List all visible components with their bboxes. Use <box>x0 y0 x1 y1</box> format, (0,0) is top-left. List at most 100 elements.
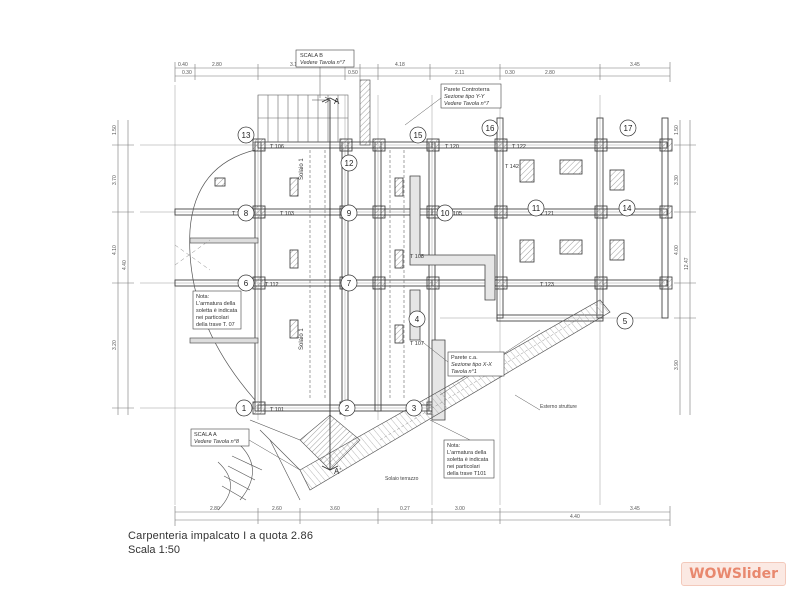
svg-text:15: 15 <box>414 131 423 140</box>
marker-14: 14 <box>618 199 636 217</box>
section-label-a-prime: A' <box>334 467 341 476</box>
svg-text:Vedere Tavola n°7: Vedere Tavola n°7 <box>300 60 346 66</box>
svg-text:Nota:: Nota: <box>196 294 210 300</box>
beam-label-t108: T 108 <box>410 254 424 260</box>
construction-dashes <box>174 239 211 271</box>
note-solaio-terrazzo: Solaio terrazzo <box>385 476 419 482</box>
svg-text:6: 6 <box>244 279 249 288</box>
beam-label-t122: T 122 <box>512 144 526 150</box>
marker-10: 10 <box>436 204 454 222</box>
beam-label-t142: T 142 <box>505 164 519 170</box>
drawing-scale: Scala 1:50 <box>128 544 180 556</box>
svg-text:Parete c.a.: Parete c.a. <box>451 355 478 361</box>
svg-text:Parete Controterra: Parete Controterra <box>444 87 490 93</box>
callout-scala-b: SCALA B Vedere Tavola n°7 <box>295 49 355 98</box>
dim-left-2: 4.10 <box>112 245 118 255</box>
callout-note-right: Nota: L'armatura della soletta è indicat… <box>429 419 495 479</box>
section-cut <box>321 97 339 471</box>
callout-scala-a: SCALA A Vedere Tavola n°8 <box>190 428 301 471</box>
svg-text:Sezione tipo X-X: Sezione tipo X-X <box>451 362 492 368</box>
dim-left-4: 4.40 <box>122 260 128 270</box>
svg-text:soletta è indicata: soletta è indicata <box>447 457 489 463</box>
dim-bottom-2: 3.60 <box>330 506 340 512</box>
svg-text:Tavola n°1: Tavola n°1 <box>451 369 477 375</box>
callout-parete: Parete Controterra Sezione tipo Y-Y Vede… <box>404 83 502 126</box>
marker-11: 11 <box>527 199 545 217</box>
dim-left-1: 3.70 <box>112 175 118 185</box>
dim-bottom-1: 2.60 <box>272 506 282 512</box>
marker-3: 3 <box>405 399 423 417</box>
dim-top-0: 0.40 <box>178 62 188 68</box>
structural-grid <box>140 85 665 505</box>
drawing-title: Carpenteria impalcato I a quota 2.86 <box>128 530 314 542</box>
svg-text:12: 12 <box>345 159 354 168</box>
slab-label-2: Solaio 1 <box>299 328 305 350</box>
dim-top-8: 2.80 <box>545 70 555 76</box>
svg-text:14: 14 <box>623 204 632 213</box>
dim-top-4: 0.30 <box>182 70 192 76</box>
svg-text:16: 16 <box>486 124 495 133</box>
dimension-chain-bottom <box>174 506 671 526</box>
svg-text:SCALA A: SCALA A <box>194 432 217 438</box>
columns <box>214 138 673 415</box>
dimension-chain-right <box>674 120 696 415</box>
upper-stair <box>257 94 349 143</box>
svg-text:4: 4 <box>415 315 420 324</box>
svg-text:nei particolari: nei particolari <box>447 464 480 470</box>
marker-1: 1 <box>235 399 253 417</box>
svg-text:3: 3 <box>412 404 417 413</box>
beam-label-t123: T 123 <box>540 282 554 288</box>
svg-text:della trave T101: della trave T101 <box>447 471 486 477</box>
svg-text:SCALA B: SCALA B <box>300 53 323 59</box>
dim-right-2: 4.00 <box>674 245 680 255</box>
slab-span-lines <box>309 150 405 400</box>
beam-label-t121: T 121 <box>540 211 554 217</box>
dim-top-2: 3.10 <box>290 62 300 68</box>
svg-text:Sezione tipo Y-Y: Sezione tipo Y-Y <box>444 94 485 100</box>
svg-text:1: 1 <box>242 404 247 413</box>
marker-4: 4 <box>408 310 426 328</box>
beam-label-t103: T 103 <box>280 211 294 217</box>
dim-top-9: 3.45 <box>630 62 640 68</box>
beam-label-t120: T 120 <box>445 144 459 150</box>
note-esterno: Esterno strutture <box>540 404 577 410</box>
svg-text:10: 10 <box>441 209 450 218</box>
dim-top-3: 4.18 <box>395 62 405 68</box>
wall-segment <box>359 79 371 146</box>
svg-text:Vedere Tavola n°8: Vedere Tavola n°8 <box>194 439 240 445</box>
dim-bottom-5: 4.40 <box>570 514 580 520</box>
svg-text:7: 7 <box>347 279 352 288</box>
dim-top-7: 0.30 <box>505 70 515 76</box>
marker-7: 7 <box>340 274 358 292</box>
section-label-a: A <box>334 97 340 106</box>
slab-label-1: Solaio 1 <box>299 158 305 180</box>
dim-bottom-4: 3.00 <box>455 506 465 512</box>
svg-text:Vedere Tavola n°7: Vedere Tavola n°7 <box>444 101 490 107</box>
beam-label-t112: T 112 <box>265 282 279 288</box>
callout-note-left: Nota: L'armatura della soletta è indicat… <box>192 290 242 330</box>
marker-16: 16 <box>481 119 499 137</box>
svg-text:L'armatura della: L'armatura della <box>447 450 487 456</box>
marker-8: 8 <box>237 204 255 222</box>
dim-right-3: 3.90 <box>674 360 680 370</box>
marker-5: 5 <box>616 312 634 330</box>
marker-2: 2 <box>338 399 356 417</box>
svg-text:della trave T. 07: della trave T. 07 <box>196 322 235 328</box>
left-curved-edge <box>189 149 259 401</box>
svg-text:2: 2 <box>345 404 350 413</box>
beam-label-t101: T 101 <box>270 407 284 413</box>
grid-markers: 1 2 3 4 5 6 7 8 9 10 11 12 13 14 15 16 1… <box>235 119 637 417</box>
dimension-chain-top <box>174 62 671 82</box>
beam-label-t106: T 106 <box>270 144 284 150</box>
svg-text:soletta è indicata: soletta è indicata <box>196 308 238 314</box>
marker-6: 6 <box>237 274 255 292</box>
beam-label-t105: T 105 <box>448 211 462 217</box>
dim-top-6: 2.11 <box>455 70 465 76</box>
dim-bottom-0: 2.80 <box>210 506 220 512</box>
svg-text:13: 13 <box>242 131 251 140</box>
dim-left-3: 3.20 <box>112 340 118 350</box>
dim-left-0: 1.50 <box>112 125 118 135</box>
wowslider-watermark[interactable]: WOWSlider <box>681 562 786 586</box>
